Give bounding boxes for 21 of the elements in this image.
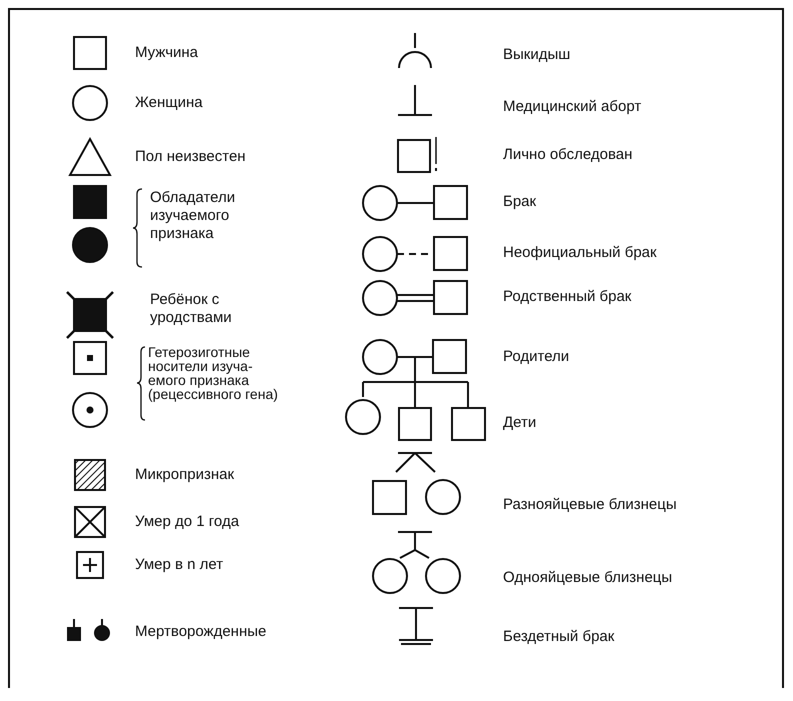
legend-label: Медицинский аборт xyxy=(503,98,642,116)
legend-label: Родители xyxy=(503,348,570,366)
legend-label: Неофициальный брак xyxy=(503,244,658,262)
legend-label: Микропризнак xyxy=(135,466,236,484)
legend-label: Женщина xyxy=(135,94,204,112)
legend-label: Родственный брак xyxy=(503,288,632,306)
legend-label: Гетерозиготные носители изуча-емого признака (рецессивного гена) xyxy=(148,345,279,401)
legend-label: Дети xyxy=(503,414,538,432)
legend-label: Умер в n лет xyxy=(135,556,224,574)
legend-label: Умер до 1 года xyxy=(135,513,240,531)
legend-label: Выкидыш xyxy=(503,46,572,64)
legend-label: Обладатели изучаемого признака xyxy=(150,189,236,243)
legend-label: Однояйцевые близнецы xyxy=(503,569,674,587)
legend-label: Ребёнок с уродствами xyxy=(150,291,233,327)
legend-label: Бездетный брак xyxy=(503,628,616,646)
legend-label: Брак xyxy=(503,193,538,211)
legend-label: Разнояйцевые близнецы xyxy=(503,496,678,514)
legend-label: Пол неизвестен xyxy=(135,148,247,166)
legend-label: Мертворожденные xyxy=(135,623,268,641)
legend-label: Лично обследован xyxy=(503,146,634,164)
legend-label: Мужчина xyxy=(135,44,200,62)
